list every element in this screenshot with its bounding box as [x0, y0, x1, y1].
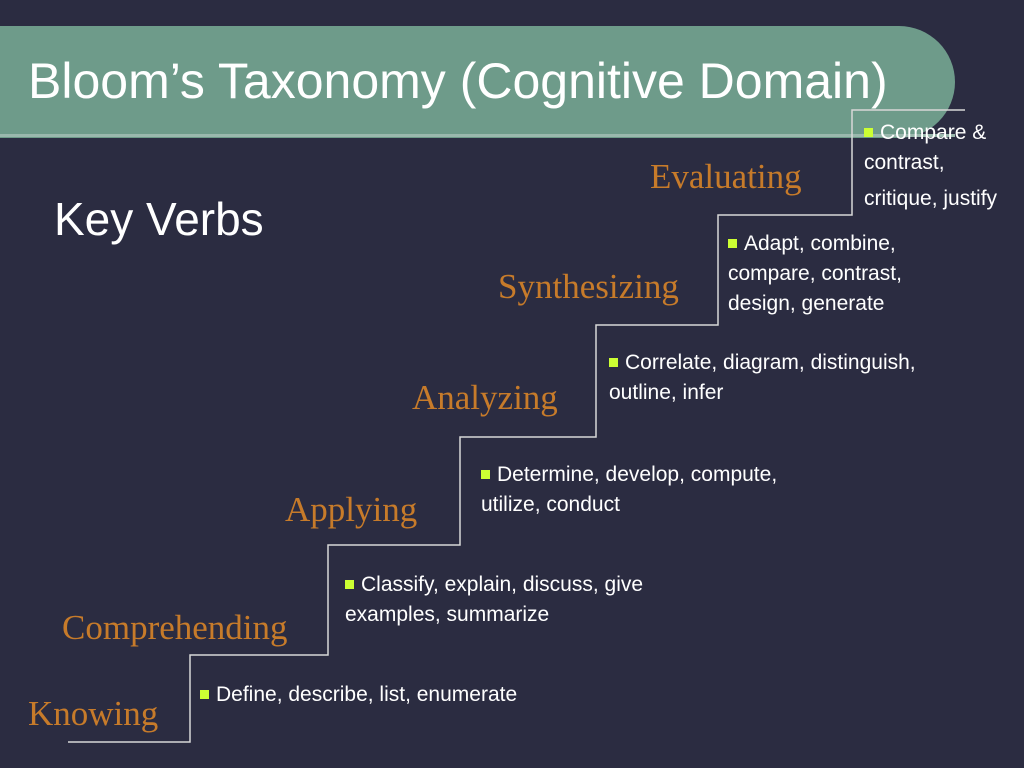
level-evaluating: Evaluating [650, 157, 802, 196]
verbs-text: compare, contrast, [728, 262, 902, 285]
slide-subtitle: Key Verbs [54, 193, 264, 245]
bullet-icon [864, 128, 873, 137]
verbs-text: Define, describe, list, enumerate [216, 683, 518, 706]
bullet-icon [200, 690, 209, 699]
bullet-icon [481, 470, 490, 479]
bullet-icon [345, 580, 354, 589]
verbs-text: Correlate, diagram, distinguish, [625, 351, 916, 374]
bullet-icon [609, 358, 618, 367]
title-bar [0, 26, 955, 138]
verbs-applying: Determine, develop, compute, utilize, co… [481, 460, 777, 520]
verbs-text: examples, summarize [345, 603, 550, 626]
level-comprehending: Comprehending [62, 608, 288, 647]
verbs-text: design, generate [728, 292, 885, 315]
verbs-text: Determine, develop, compute, [497, 463, 778, 486]
verbs-text: Compare & [880, 121, 987, 144]
verbs-text: utilize, conduct [481, 493, 620, 516]
slide-title: Bloom’s Taxonomy (Cognitive Domain) [28, 53, 888, 109]
verbs-text: outline, infer [609, 381, 724, 404]
staircase-line [68, 109, 965, 743]
verbs-text: contrast, [864, 151, 945, 174]
level-synthesizing: Synthesizing [498, 267, 679, 306]
verbs-knowing: Define, describe, list, enumerate [200, 680, 517, 710]
level-applying: Applying [285, 490, 418, 529]
verbs-analyzing: Correlate, diagram, distinguish, outline… [609, 348, 916, 408]
level-analyzing: Analyzing [412, 378, 558, 417]
verbs-evaluating: Compare & contrast, critique, justify [864, 118, 1022, 214]
verbs-text: Adapt, combine, [744, 232, 896, 255]
verbs-text: Classify, explain, discuss, give [361, 573, 644, 596]
title-underline [0, 134, 955, 137]
level-knowing: Knowing [28, 694, 159, 733]
verbs-text: critique, justify [864, 187, 998, 210]
verbs-comprehending: Classify, explain, discuss, give example… [345, 570, 643, 630]
bullet-icon [728, 239, 737, 248]
verbs-synthesizing: Adapt, combine, compare, contrast, desig… [728, 229, 902, 319]
